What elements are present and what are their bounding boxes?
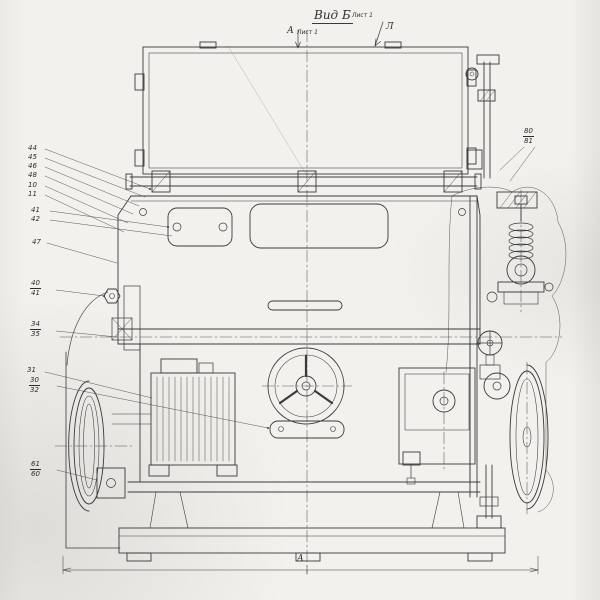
part-callout-31: 31 [27,366,36,374]
left-bracket-bolt [103,285,141,351]
right-assembly [445,186,567,513]
part-callout-30-32: 30 32 [29,376,40,394]
leader-lines [44,146,536,481]
part-callout-11: 11 [28,190,37,198]
dimension-line [62,555,539,575]
part-callout-44: 44 [28,144,37,152]
callout-top: 40 [30,279,41,289]
base-frame [118,527,506,562]
part-callout-46: 46 [28,162,37,170]
view-sheet-note: Лист 1 [352,12,373,19]
part-callout-61-60: 61 60 [30,460,41,478]
view-arrows [295,21,384,49]
callout-bottom: 32 [30,385,39,394]
piping-top-right [465,54,500,179]
valve-handwheel [477,330,503,380]
part-callout-45: 45 [28,153,37,161]
part-callout-48: 48 [28,171,37,179]
piping-lower-right [476,464,502,529]
centerlines [54,29,563,575]
callout-top: 30 [29,376,40,386]
callout-top: 80 [523,127,534,137]
part-callout-10: 10 [28,181,37,189]
spring-valve [486,195,554,305]
top-tank [134,41,477,177]
part-callout-34-35: 34 35 [30,320,41,338]
callout-bottom: 60 [31,469,40,478]
view-arrow-label-l: Л [386,22,394,32]
callout-top: 61 [30,460,41,470]
section-arrow-label-a-bottom: А [297,554,304,564]
callout-bottom: 81 [524,136,533,145]
part-callout-42: 42 [31,215,40,223]
view-title: Вид Б [312,8,353,24]
part-callout-41: 41 [31,206,40,214]
part-callout-80-81: 80 81 [523,127,534,145]
belt-pulley-left [65,291,126,549]
handwheel [267,347,345,439]
callout-top: 34 [30,320,41,330]
gearbox-unit [398,367,511,485]
part-callout-47: 47 [32,238,41,246]
section-a-sheet-note: Лист 1 [297,29,318,36]
tie-rod-rail [125,170,482,193]
callout-bottom: 35 [31,329,40,338]
electric-motor [111,358,238,477]
flywheel-disc [509,364,549,510]
part-callout-40-41: 40 41 [30,279,41,297]
main-housing [117,195,481,345]
callout-bottom: 41 [31,288,40,297]
section-arrow-label-a-top: А [287,26,294,36]
